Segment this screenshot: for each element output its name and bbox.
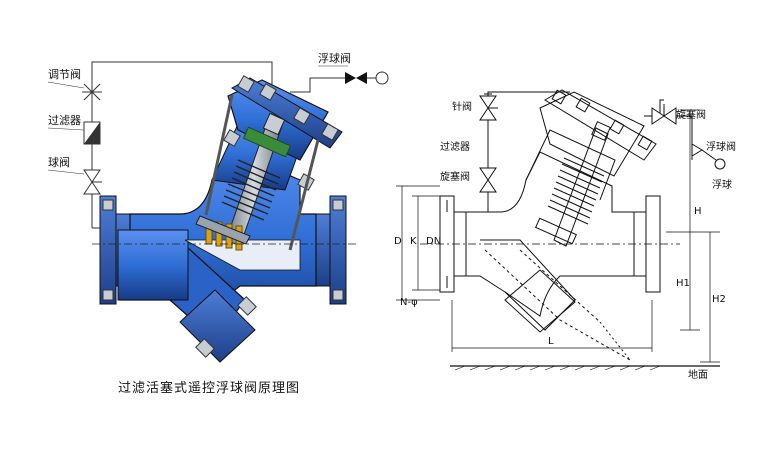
float-valve-label: 浮球阀 bbox=[318, 51, 351, 65]
ball-valve-label: 球阀 bbox=[48, 155, 70, 169]
left-control-piping bbox=[91, 61, 345, 228]
right-stem-spring bbox=[535, 121, 611, 247]
dim-L-label: L bbox=[548, 336, 554, 347]
dim-D-label: D bbox=[394, 236, 402, 247]
left-diagram-caption: 过滤活塞式遥控浮球阀原理图 bbox=[118, 380, 300, 396]
dim-H1-label: H1 bbox=[676, 278, 690, 289]
dim-DN-label: DN bbox=[426, 236, 441, 247]
right-labels: 针阀 过滤器 旋塞阀 旋塞阀 浮球阀 浮球 地面 D K DN N-φ L H … bbox=[394, 100, 736, 381]
ground-label: 地面 bbox=[688, 368, 708, 381]
right-outlet-flange bbox=[315, 195, 347, 305]
right-filter-label: 过滤器 bbox=[440, 140, 470, 153]
dim-H2-label: H2 bbox=[712, 294, 726, 305]
right-bonnet-outline bbox=[539, 89, 657, 177]
right-valve-body-outline bbox=[465, 129, 635, 361]
needle-valve-label: 针阀 bbox=[452, 100, 472, 113]
left-valve-diagram: 浮球阀 调节阀 过滤器 球阀 bbox=[47, 51, 389, 396]
dim-H-label: H bbox=[694, 206, 702, 217]
plug-valve-left-icon bbox=[479, 167, 497, 193]
dimension-H bbox=[666, 109, 720, 363]
plug-valve-right-icon bbox=[651, 104, 677, 125]
plug-valve-left-label: 旋塞阀 bbox=[440, 170, 470, 183]
dimension-L bbox=[451, 300, 653, 352]
right-float-valve-label: 浮球阀 bbox=[706, 140, 736, 153]
plug-valve-right-label: 旋塞阀 bbox=[676, 108, 706, 121]
dim-N-phi-label: N-φ bbox=[400, 297, 418, 308]
regulating-valve-icon bbox=[82, 82, 102, 102]
right-valve-diagram bbox=[396, 89, 726, 371]
right-control-piping bbox=[487, 91, 693, 212]
ball-valve-icon bbox=[83, 169, 102, 195]
right-float-valve-icon bbox=[691, 143, 726, 170]
ground-line bbox=[450, 365, 720, 371]
float-valve-icon bbox=[345, 71, 389, 85]
left-stem-spring bbox=[195, 112, 292, 251]
dim-K-label: K bbox=[410, 236, 417, 247]
filter-icon bbox=[83, 121, 101, 145]
filter-label: 过滤器 bbox=[48, 114, 81, 127]
dimension-lines-left bbox=[396, 185, 441, 301]
needle-valve-icon bbox=[479, 93, 498, 121]
float-ball-label: 浮球 bbox=[712, 178, 732, 191]
regulating-valve-label: 调节阀 bbox=[48, 67, 81, 81]
